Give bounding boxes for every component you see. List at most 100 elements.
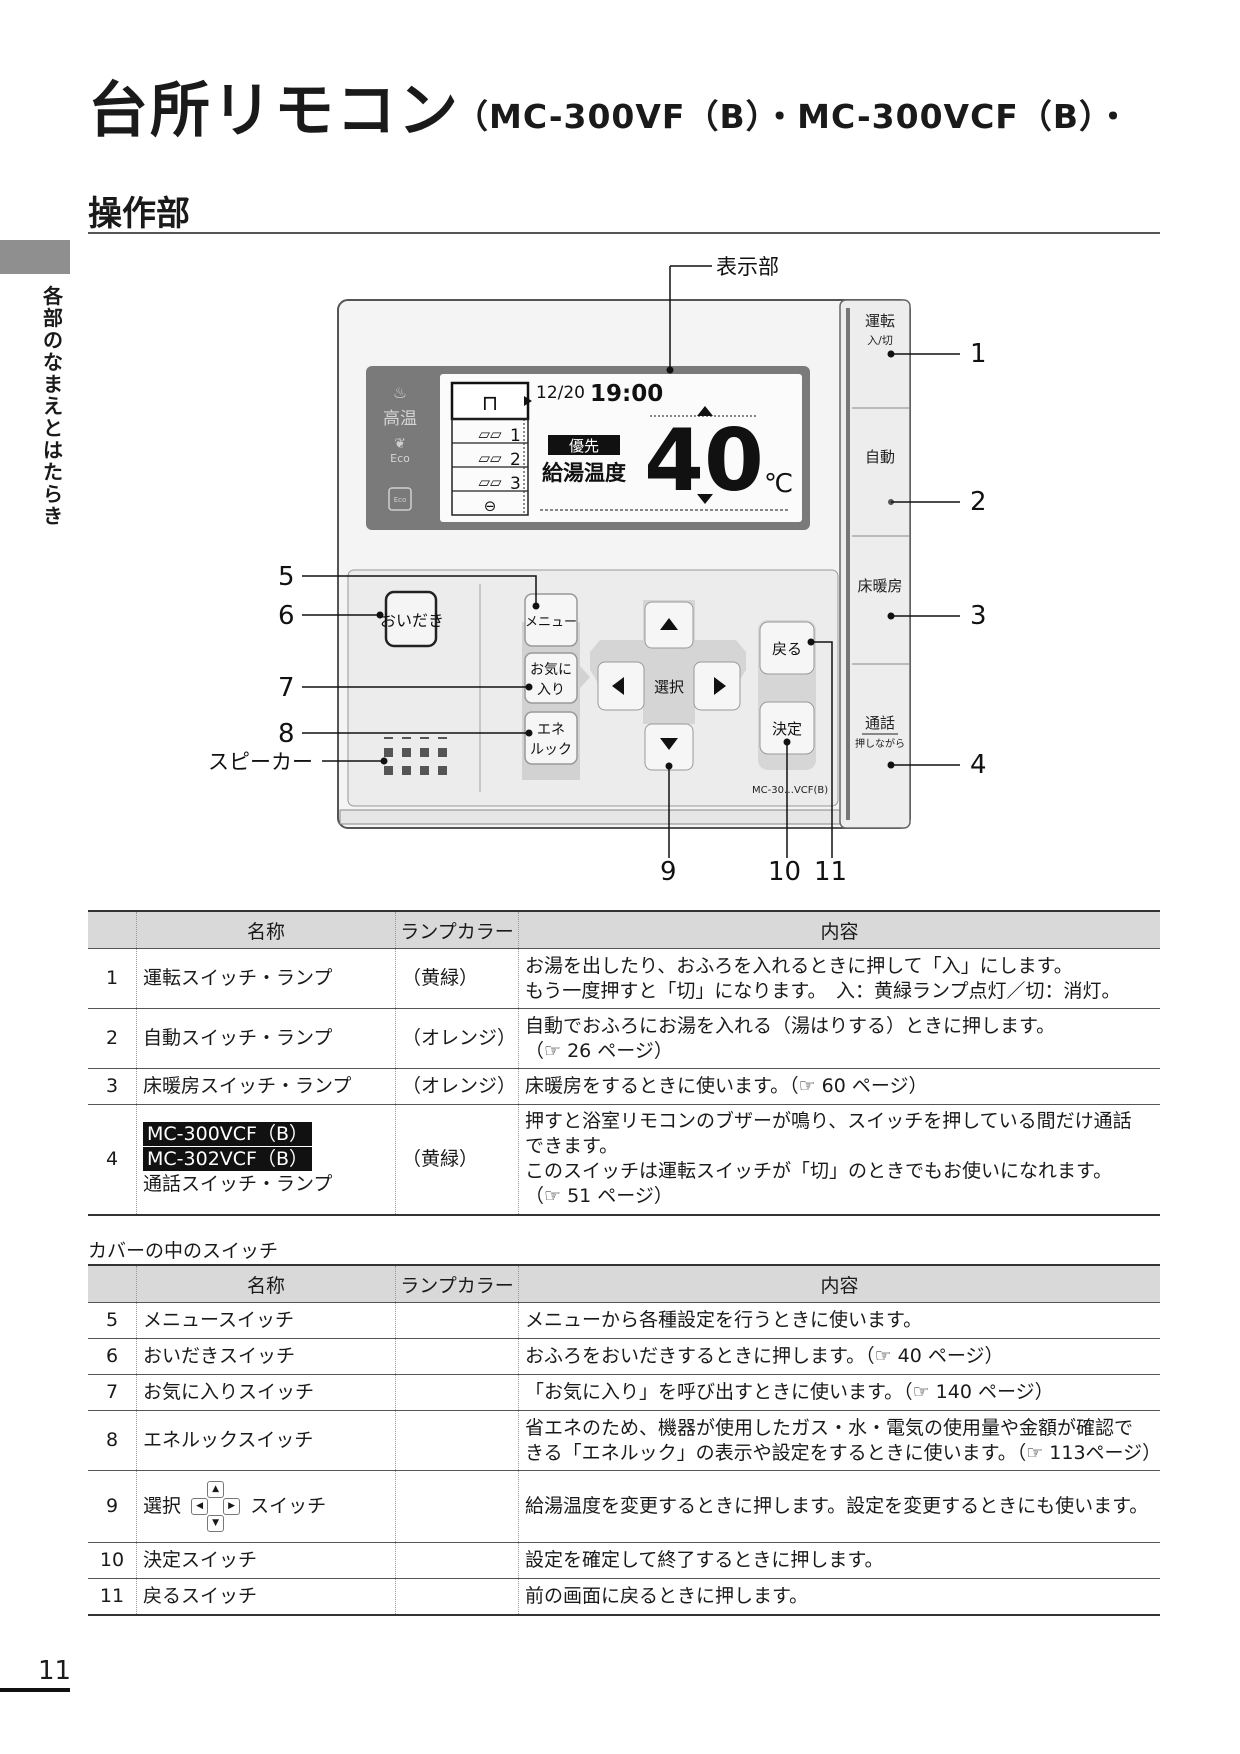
display-label: 表示部: [716, 255, 779, 279]
eco-indicator: Eco: [390, 452, 410, 465]
select-label: 選択: [654, 678, 684, 696]
callout-1: 1: [970, 339, 987, 369]
page-title-models: （MC-300VF（B）・MC-300VCF（B）・: [455, 97, 1131, 136]
callout-5: 5: [278, 562, 295, 592]
model-print: MC-30…VCF(B): [752, 785, 828, 796]
oidaki-button[interactable]: [384, 590, 438, 648]
table-row: 5 メニュースイッチ メニューから各種設定を行うときに使います。: [88, 1302, 1160, 1339]
header-lamp: ランプカラー: [395, 1264, 519, 1303]
table-header-row: 名称 ランプカラー 内容: [88, 1264, 1160, 1303]
page-title: 台所リモコン: [88, 76, 460, 146]
model-badge: MC-300VCF（B）: [143, 1121, 313, 1146]
header-content: 内容: [518, 1264, 1160, 1303]
power-button-sublabel: 入/切: [867, 334, 893, 347]
remote-control-diagram: ♨ 高温 ❦ Eco Eco ⊓ ▱▱ 1 ▱▱ 2 ▱▱ 3 ⊖ 12/20 …: [208, 255, 987, 887]
eco-leaf-icon: ❦: [394, 436, 406, 452]
eneluck-button-label-2: ルック: [530, 742, 572, 758]
side-chapter-label: 各部のなまえとはたらき: [43, 284, 63, 528]
cover-switches-heading: カバーの中のスイッチ: [88, 1240, 279, 1262]
table-row: 2 自動スイッチ・ランプ （オレンジ） 自動でおふろにお湯を入れる（湯はりする）…: [88, 1008, 1160, 1069]
dpad-background: [590, 600, 746, 724]
back-button-label: 戻る: [772, 640, 802, 658]
eneluck-button-label-1: エネ: [537, 722, 565, 738]
callout-6: 6: [278, 601, 295, 631]
table-row: 9 選択 ▲ ◀▶ ▼ スイッチ 給湯温度を変更するときに押します。設定を変更す…: [88, 1470, 1160, 1543]
table-row: 1 運転スイッチ・ランプ （黄緑） お湯を出したり、おふろを入れるときに押して「…: [88, 948, 1160, 1009]
enter-button-label: 決定: [772, 720, 802, 738]
model-badge: MC-302VCF（B）: [143, 1146, 313, 1171]
cover-switch-table: 名称 ランプカラー 内容 5 メニュースイッチ メニューから各種設定を行うときに…: [88, 1264, 1161, 1616]
back-button[interactable]: [759, 621, 815, 675]
svg-text:Eco: Eco: [394, 496, 407, 504]
call-button-label: 通話: [865, 714, 895, 732]
call-button-sublabel: 押しながら: [855, 737, 905, 750]
section-heading: 操作部: [88, 194, 190, 234]
callout-2: 2: [970, 487, 987, 517]
screen-time: 19:00: [590, 381, 663, 407]
flame-icon: ♨: [393, 383, 407, 402]
eco-guide-icon: [388, 487, 412, 511]
right-key-icon: ▶: [223, 1498, 241, 1515]
temp-up-icon: [697, 406, 713, 416]
callout-11: 11: [814, 857, 847, 887]
right-arrow-icon: [714, 677, 726, 695]
screen-date: 12/20: [536, 383, 585, 403]
menu-button-label: メニュー: [525, 615, 577, 630]
favorite-button-label-1: お気に: [530, 662, 572, 678]
callout-4: 4: [970, 750, 987, 780]
priority-label: 優先: [569, 437, 599, 455]
table-row: 7 お気に入りスイッチ 「お気に入り」を呼び出すときに使います。（☞ 140 ペ…: [88, 1374, 1160, 1411]
table-row: 10 決定スイッチ 設定を確定して終了するときに押します。: [88, 1542, 1160, 1579]
speaker-grille: [384, 737, 447, 775]
table-row: 11 戻るスイッチ 前の画面に戻るときに押します。: [88, 1578, 1160, 1616]
priority-badge: [548, 435, 620, 455]
floor-heat-icon-3: ▱▱: [478, 473, 502, 491]
favorite-button[interactable]: [524, 652, 578, 704]
switch-table: 名称 ランプカラー 内容 1 運転スイッチ・ランプ （黄緑） お湯を出したり、お…: [88, 910, 1160, 1216]
floor-heat-icon-2: ▱▱: [478, 449, 502, 467]
tab-number-1: 1: [510, 426, 521, 446]
speaker-label: スピーカー: [208, 750, 313, 774]
callout-lines: [302, 265, 960, 858]
table-row: 3 床暖房スイッチ・ランプ （オレンジ） 床暖房をするときに使います。（☞ 60…: [88, 1068, 1160, 1105]
callout-10: 10: [768, 857, 801, 887]
header-name: 名称: [136, 910, 396, 949]
down-arrow-icon: [660, 738, 678, 750]
header-name: 名称: [136, 1264, 396, 1303]
callout-3: 3: [970, 601, 987, 631]
table-header-row: 名称 ランプカラー 内容: [88, 910, 1160, 949]
header-content: 内容: [518, 910, 1160, 949]
up-arrow-icon: [660, 618, 678, 630]
tab-pointer-icon: [524, 396, 532, 406]
display-screen: [440, 374, 802, 522]
table-row: 4 MC-300VCF（B） MC-302VCF（B） 通話スイッチ・ランプ （…: [88, 1104, 1160, 1216]
left-arrow-icon: [612, 677, 624, 695]
temp-down-icon: [697, 494, 713, 504]
page-number: 11: [38, 1656, 72, 1686]
table-row: 8 エネルックスイッチ 省エネのため、機器が使用したガス・水・電気の使用量や金額…: [88, 1410, 1161, 1471]
remote-lower-panel: [347, 569, 839, 807]
remote-right-column: [839, 299, 911, 829]
eneluck-button[interactable]: [524, 711, 578, 765]
table-row: 6 おいだきスイッチ おふろをおいだきするときに押します。（☞ 40 ページ）: [88, 1338, 1160, 1375]
callout-8: 8: [278, 719, 295, 749]
power-button-label: 運転: [865, 312, 895, 330]
screen-item-label: 給湯温度: [542, 461, 626, 485]
callout-9: 9: [660, 857, 677, 887]
select-keys-icon: ▲ ◀ ▶ ▼: [191, 1481, 241, 1532]
section-divider: [88, 232, 1160, 234]
up-key-icon: ▲: [207, 1481, 225, 1498]
page-number-rule: [0, 1688, 70, 1692]
favorite-button-label-2: 入り: [537, 682, 565, 698]
high-temp-indicator: 高温: [383, 409, 417, 429]
faucet-icon: ⊓: [482, 391, 498, 415]
tab-number-2: 2: [510, 450, 521, 470]
side-tab-marker: [0, 240, 70, 274]
down-key-icon: ▼: [207, 1515, 225, 1532]
remote-bottom-rail: [339, 809, 841, 825]
tab-number-3: 3: [510, 474, 521, 494]
header-lamp: ランプカラー: [395, 910, 519, 949]
left-key-icon: ◀: [191, 1498, 209, 1515]
bath-icon: ⊖: [484, 497, 497, 515]
floor-heat-icon-1: ▱▱: [478, 425, 502, 443]
